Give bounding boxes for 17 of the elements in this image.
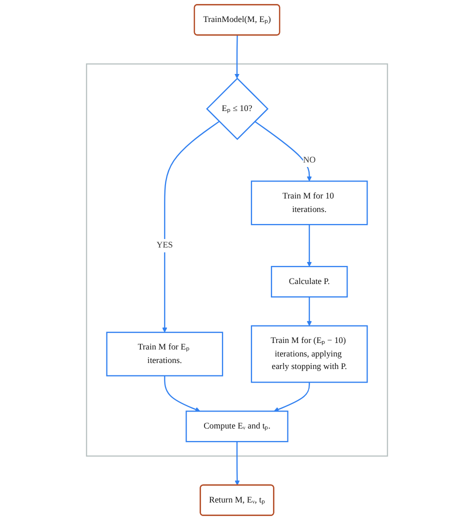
arrow	[306, 296, 312, 326]
arrow	[274, 382, 310, 412]
arrow	[164, 376, 200, 412]
node-box: Calculate P.	[270, 266, 348, 298]
cluster	[86, 63, 388, 457]
arrow	[306, 224, 312, 267]
node-box: Train M for (Eₚ − 10) iterations, applying early stopping with P.	[250, 325, 368, 383]
arrow	[234, 442, 240, 486]
node-box: Compute Eᵥ and tₚ.	[186, 410, 288, 442]
edge-label: YES	[156, 240, 173, 250]
arrow	[234, 35, 240, 79]
arrow	[162, 120, 220, 333]
edge-label: NO	[303, 155, 316, 165]
node-box: Train M for 10 iterations.	[250, 180, 368, 226]
node-box: Train M for Eₚ iterations.	[106, 332, 224, 376]
node-diamond: Eₚ ≤ 10?	[206, 78, 268, 140]
arrow	[254, 120, 312, 182]
